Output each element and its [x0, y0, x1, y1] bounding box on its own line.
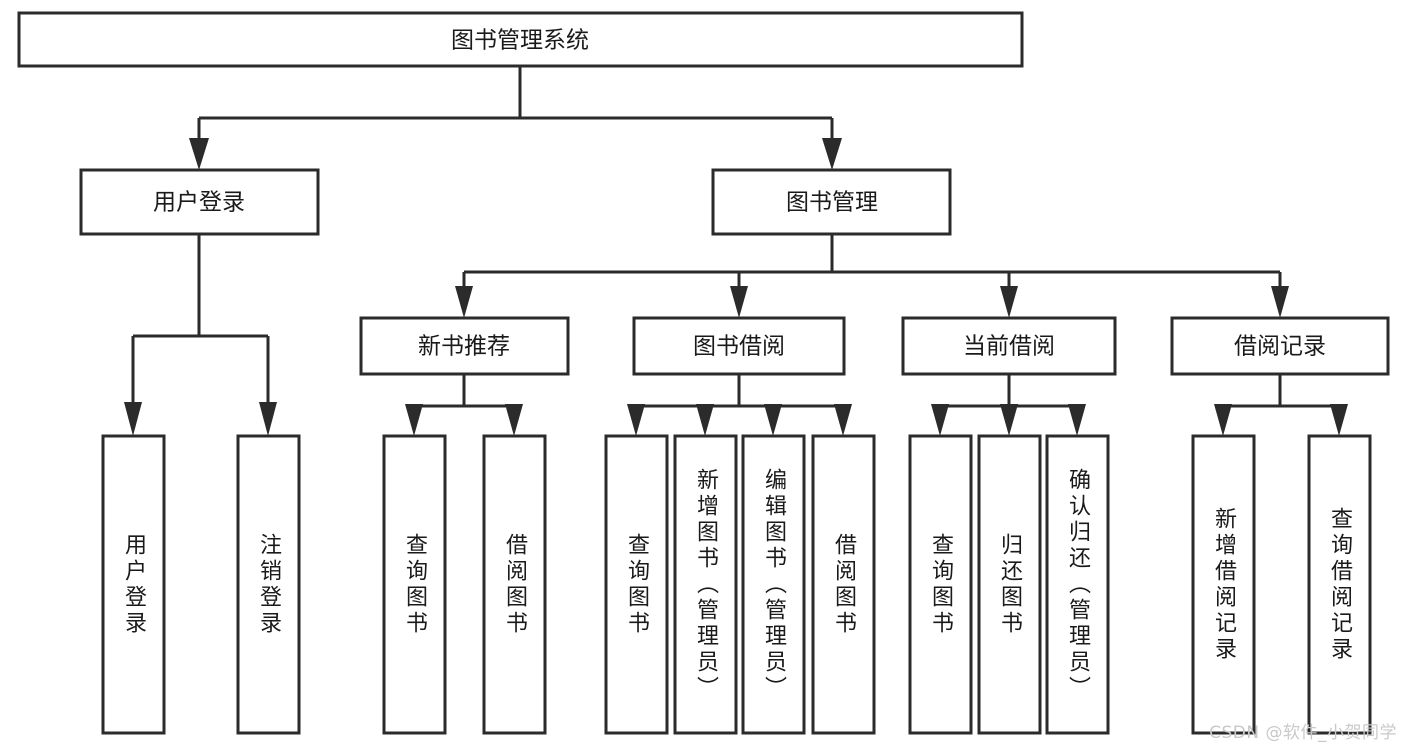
- node-leaf-add-book-box[interactable]: [673, 434, 738, 735]
- node-leaf-borrow-book-1-box[interactable]: [482, 434, 547, 735]
- arrowhead-current-borrow: [1000, 286, 1018, 318]
- node-borrow-record-label: 借阅记录: [1234, 334, 1326, 360]
- node-leaf-borrow-book-2-label: 借阅图书: [831, 533, 857, 637]
- node-leaf-query-record-box[interactable]: [1307, 434, 1372, 735]
- node-current-borrow-label: 当前借阅: [963, 334, 1055, 360]
- node-leaf-add-record-box[interactable]: [1191, 434, 1256, 735]
- node-leaf-edit-book-box[interactable]: [741, 434, 806, 735]
- node-leaf-edit-book[interactable]: 编辑图书（管理员）: [741, 434, 806, 735]
- node-leaf-borrow-book-1[interactable]: 借阅图书: [482, 434, 547, 735]
- node-leaf-logout-login-label: 注销登录: [256, 533, 282, 637]
- arrowhead-book-management: [822, 138, 842, 170]
- node-leaf-query-book-2[interactable]: 查询图书: [604, 434, 669, 735]
- node-leaf-confirm-return-box[interactable]: [1045, 434, 1110, 735]
- node-current-borrow[interactable]: 当前借阅: [901, 316, 1117, 376]
- node-leaf-borrow-book-1-label: 借阅图书: [502, 533, 528, 637]
- node-user-login[interactable]: 用户登录: [79, 168, 320, 236]
- csdn-watermark: CSDN @软件_小贺同学: [1209, 723, 1397, 743]
- arrowhead-leaf-add-record: [1214, 404, 1232, 436]
- node-root-box[interactable]: [17, 11, 1024, 68]
- node-leaf-query-record[interactable]: 查询借阅记录: [1307, 434, 1372, 735]
- node-leaf-query-book-2-label: 查询图书: [624, 533, 650, 637]
- connector-layer: [124, 66, 1348, 436]
- node-leaf-user-login-label: 用户登录: [121, 533, 147, 637]
- node-leaf-user-login[interactable]: 用户登录: [101, 434, 166, 735]
- node-new-book-recommend-label: 新书推荐: [418, 334, 510, 360]
- node-leaf-query-book-1[interactable]: 查询图书: [382, 434, 447, 735]
- arrowhead-leaf-query-book-3: [931, 404, 949, 436]
- node-leaf-user-login-box[interactable]: [101, 434, 166, 735]
- node-new-book-recommend[interactable]: 新书推荐: [359, 316, 570, 376]
- node-borrow-record[interactable]: 借阅记录: [1170, 316, 1390, 376]
- node-leaf-borrow-book-2[interactable]: 借阅图书: [811, 434, 876, 735]
- arrowhead-borrow-record: [1271, 286, 1289, 318]
- arrowhead-leaf-confirm-return: [1068, 404, 1086, 436]
- arrowhead-leaf-borrow-book-1: [505, 404, 523, 436]
- node-leaf-return-book-label: 归还图书: [997, 533, 1023, 637]
- node-current-borrow-box[interactable]: [901, 316, 1117, 376]
- arrowhead-leaf-add-book: [696, 404, 714, 436]
- arrowhead-user-login: [189, 138, 209, 170]
- node-leaf-return-book-box[interactable]: [977, 434, 1042, 735]
- node-leaf-query-book-3-label: 查询图书: [928, 533, 954, 637]
- arrowhead-leaf-query-book-1: [405, 404, 423, 436]
- arrowhead-leaf-return-book: [1000, 404, 1018, 436]
- node-user-login-label: 用户登录: [153, 190, 245, 216]
- node-leaf-query-book-2-box[interactable]: [604, 434, 669, 735]
- arrowhead-book-borrow: [730, 286, 748, 318]
- node-leaf-logout-login[interactable]: 注销登录: [236, 434, 301, 735]
- node-book-management-label: 图书管理: [786, 190, 878, 216]
- node-book-borrow[interactable]: 图书借阅: [632, 316, 846, 376]
- node-leaf-query-book-3-box[interactable]: [908, 434, 973, 735]
- node-book-management[interactable]: 图书管理: [711, 168, 952, 236]
- node-leaf-add-book-label: 新增图书（管理员）: [693, 468, 719, 702]
- node-leaf-confirm-return[interactable]: 确认归还（管理员）: [1045, 434, 1110, 735]
- node-leaf-query-record-label: 查询借阅记录: [1327, 507, 1353, 663]
- node-leaf-logout-login-box[interactable]: [236, 434, 301, 735]
- node-leaf-query-book-1-label: 查询图书: [402, 533, 428, 637]
- node-leaf-query-book-1-box[interactable]: [382, 434, 447, 735]
- arrowhead-leaf-user-login: [124, 402, 142, 436]
- node-book-management-box[interactable]: [711, 168, 952, 236]
- node-leaf-query-book-3[interactable]: 查询图书: [908, 434, 973, 735]
- arrowhead-leaf-edit-book: [764, 404, 782, 436]
- node-root[interactable]: 图书管理系统: [17, 11, 1024, 68]
- node-leaf-confirm-return-label: 确认归还（管理员）: [1065, 468, 1091, 702]
- node-leaf-add-book[interactable]: 新增图书（管理员）: [673, 434, 738, 735]
- arrowhead-leaf-query-record: [1330, 404, 1348, 436]
- node-leaf-borrow-book-2-box[interactable]: [811, 434, 876, 735]
- node-book-borrow-label: 图书借阅: [693, 334, 785, 360]
- arrowhead-leaf-borrow-book-2: [834, 404, 852, 436]
- node-leaf-return-book[interactable]: 归还图书: [977, 434, 1042, 735]
- arrowhead-leaf-query-book-2: [627, 404, 645, 436]
- node-leaf-edit-book-label: 编辑图书（管理员）: [761, 468, 787, 702]
- node-root-label: 图书管理系统: [451, 28, 589, 54]
- node-leaf-add-record-label: 新增借阅记录: [1211, 507, 1237, 663]
- node-leaf-add-record[interactable]: 新增借阅记录: [1191, 434, 1256, 735]
- arrowhead-new-book-recommend: [455, 286, 473, 318]
- node-borrow-record-box[interactable]: [1170, 316, 1390, 376]
- node-new-book-recommend-box[interactable]: [359, 316, 570, 376]
- node-book-borrow-box[interactable]: [632, 316, 846, 376]
- arrowhead-leaf-logout-login: [259, 402, 277, 436]
- node-user-login-box[interactable]: [79, 168, 320, 236]
